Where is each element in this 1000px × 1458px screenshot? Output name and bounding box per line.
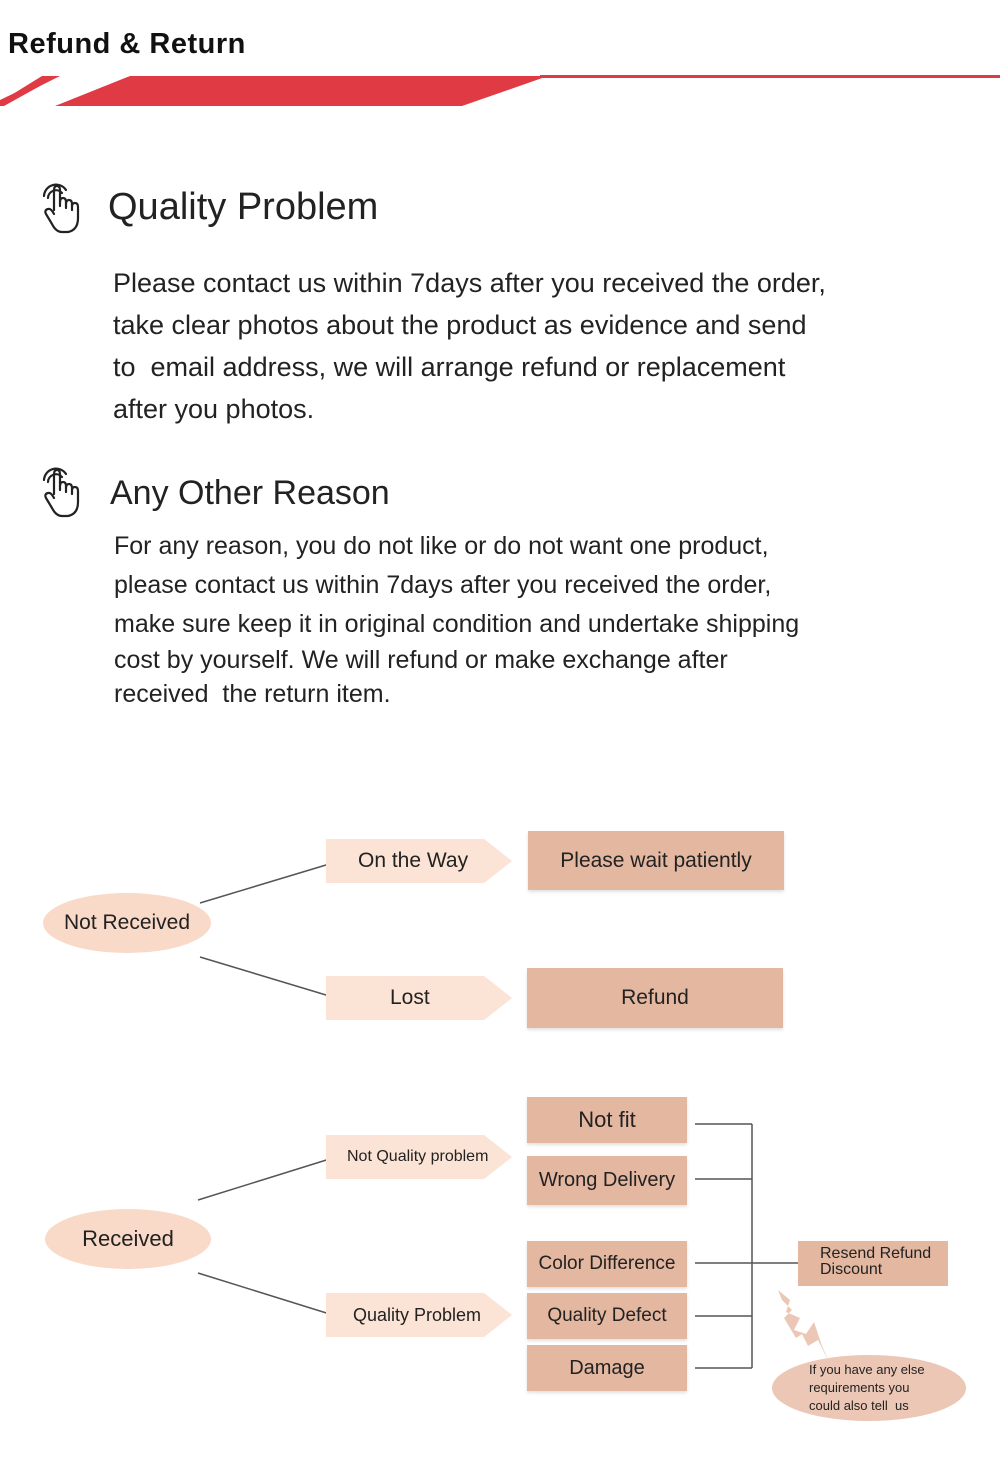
not-quality-problem-step: Not Quality problem xyxy=(326,1135,512,1179)
paragraph-line: after you photos. xyxy=(113,394,315,424)
reason-color-difference: Color Difference xyxy=(527,1241,687,1287)
received-node: Received xyxy=(45,1209,211,1269)
header-stripe xyxy=(0,75,1000,106)
paragraph-line: take clear photos about the product as e… xyxy=(113,310,807,340)
note-line: If you have any else xyxy=(809,1362,925,1377)
reason-damage: Damage xyxy=(527,1345,687,1391)
note-line: requirements you xyxy=(809,1380,910,1395)
resend-refund-discount-result: Resend Refund Discount xyxy=(798,1241,948,1286)
result-line: Resend Refund xyxy=(820,1245,932,1262)
not-received-node: Not Received xyxy=(43,893,211,953)
paragraph-line: cost by yourself. We will refund or make… xyxy=(114,646,728,674)
paragraph-line: make sure keep it in original condition … xyxy=(114,610,800,638)
reason-quality-defect: Quality Defect xyxy=(527,1293,687,1339)
page-title: Refund & Return xyxy=(8,28,246,60)
quality-problem-text: Please contact us within 7days after you… xyxy=(113,262,826,430)
section-title-any-other-reason: Any Other Reason xyxy=(110,474,390,512)
refund-result: Refund xyxy=(527,968,783,1028)
on-the-way-step: On the Way xyxy=(326,839,512,883)
pointing-hand-icon xyxy=(42,183,80,234)
any-other-reason-text: For any reason, you do not like or do no… xyxy=(114,532,914,722)
please-wait-result: Please wait patiently xyxy=(528,831,784,890)
reason-not-fit: Not fit xyxy=(527,1097,687,1143)
section-title-quality-problem: Quality Problem xyxy=(108,186,379,228)
note-line: could also tell us xyxy=(809,1398,909,1413)
pointing-hand-icon xyxy=(42,467,80,518)
paragraph-line: to email address, we will arrange refund… xyxy=(113,352,786,382)
paragraph-line: received the return item. xyxy=(114,680,391,708)
paragraph-line: Please contact us within 7days after you… xyxy=(113,268,826,298)
paragraph-line: please contact us within 7days after you… xyxy=(114,571,772,599)
note-bubble: If you have any else requirements you co… xyxy=(772,1355,966,1421)
paragraph-line: For any reason, you do not like or do no… xyxy=(114,532,769,560)
result-line: Discount xyxy=(820,1261,883,1278)
reason-wrong-delivery: Wrong Delivery xyxy=(527,1156,687,1205)
lost-step: Lost xyxy=(326,976,512,1020)
quality-problem-step: Quality Problem xyxy=(326,1293,512,1337)
